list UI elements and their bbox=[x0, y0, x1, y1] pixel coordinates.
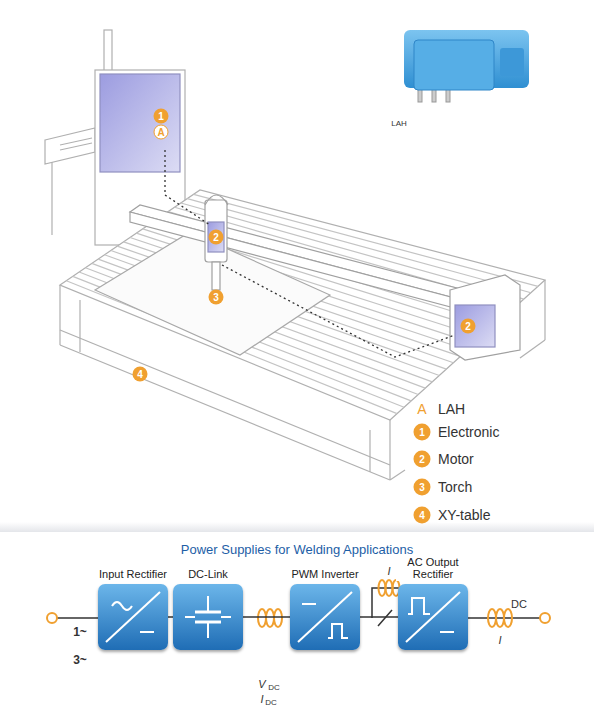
legend-letter: A bbox=[417, 402, 426, 416]
divider bbox=[0, 522, 594, 532]
output-label: DC bbox=[511, 599, 527, 610]
block-heading: DC-Link bbox=[187, 568, 229, 581]
legend-number: 3 bbox=[415, 480, 430, 495]
block-symbol bbox=[173, 584, 243, 650]
block-heading: AC Output Rectifier bbox=[396, 556, 470, 581]
part-caption: LAH bbox=[391, 120, 407, 128]
converter-block: PWM Inverter bbox=[290, 584, 360, 650]
signal-name: V bbox=[258, 679, 265, 690]
converter-block: DC-Link bbox=[173, 584, 243, 650]
lah-sensor-photo bbox=[404, 30, 529, 102]
converter-block: AC Output Rectifier bbox=[398, 584, 468, 650]
callout-number: 3 bbox=[209, 290, 224, 305]
signal-subscript: DC bbox=[265, 699, 277, 707]
legend-text: LAH bbox=[438, 401, 465, 417]
converter-block: Input Rectifier bbox=[98, 584, 168, 650]
legend-text: Electronic bbox=[438, 424, 499, 440]
signal-line bbox=[165, 150, 210, 225]
callout-number: 2 bbox=[209, 230, 224, 245]
signal-line bbox=[222, 265, 455, 357]
block-heading: PWM Inverter bbox=[290, 568, 359, 581]
block-symbol bbox=[98, 584, 168, 650]
block-heading: Input Rectifier bbox=[98, 568, 168, 581]
signal-subscript: DC bbox=[268, 684, 280, 692]
legend-text: Torch bbox=[438, 479, 472, 495]
phase-label: 1~ bbox=[73, 626, 87, 638]
legend-number: 1 bbox=[415, 425, 430, 440]
callout-number: 4 bbox=[133, 367, 148, 382]
block-symbol bbox=[398, 584, 468, 650]
legend-text: XY-table bbox=[438, 507, 490, 523]
diagram-title: Power Supplies for Welding Applications bbox=[0, 542, 594, 557]
power-wire bbox=[243, 616, 290, 618]
block-symbol bbox=[290, 584, 360, 650]
power-wire bbox=[360, 616, 398, 618]
phase-label: 3~ bbox=[73, 654, 87, 666]
callout-number: 1 bbox=[154, 109, 169, 124]
legend-text: Motor bbox=[438, 451, 474, 467]
signal-name: I bbox=[387, 566, 390, 577]
legend-number: 2 bbox=[415, 452, 430, 467]
callout-letter: A bbox=[154, 125, 169, 140]
callout-number: 2 bbox=[461, 319, 476, 334]
signal-name: I bbox=[260, 694, 263, 705]
xy-table bbox=[60, 190, 545, 480]
gantry bbox=[130, 195, 520, 360]
legend-number: 4 bbox=[415, 508, 430, 523]
signal-name: I bbox=[498, 635, 501, 646]
